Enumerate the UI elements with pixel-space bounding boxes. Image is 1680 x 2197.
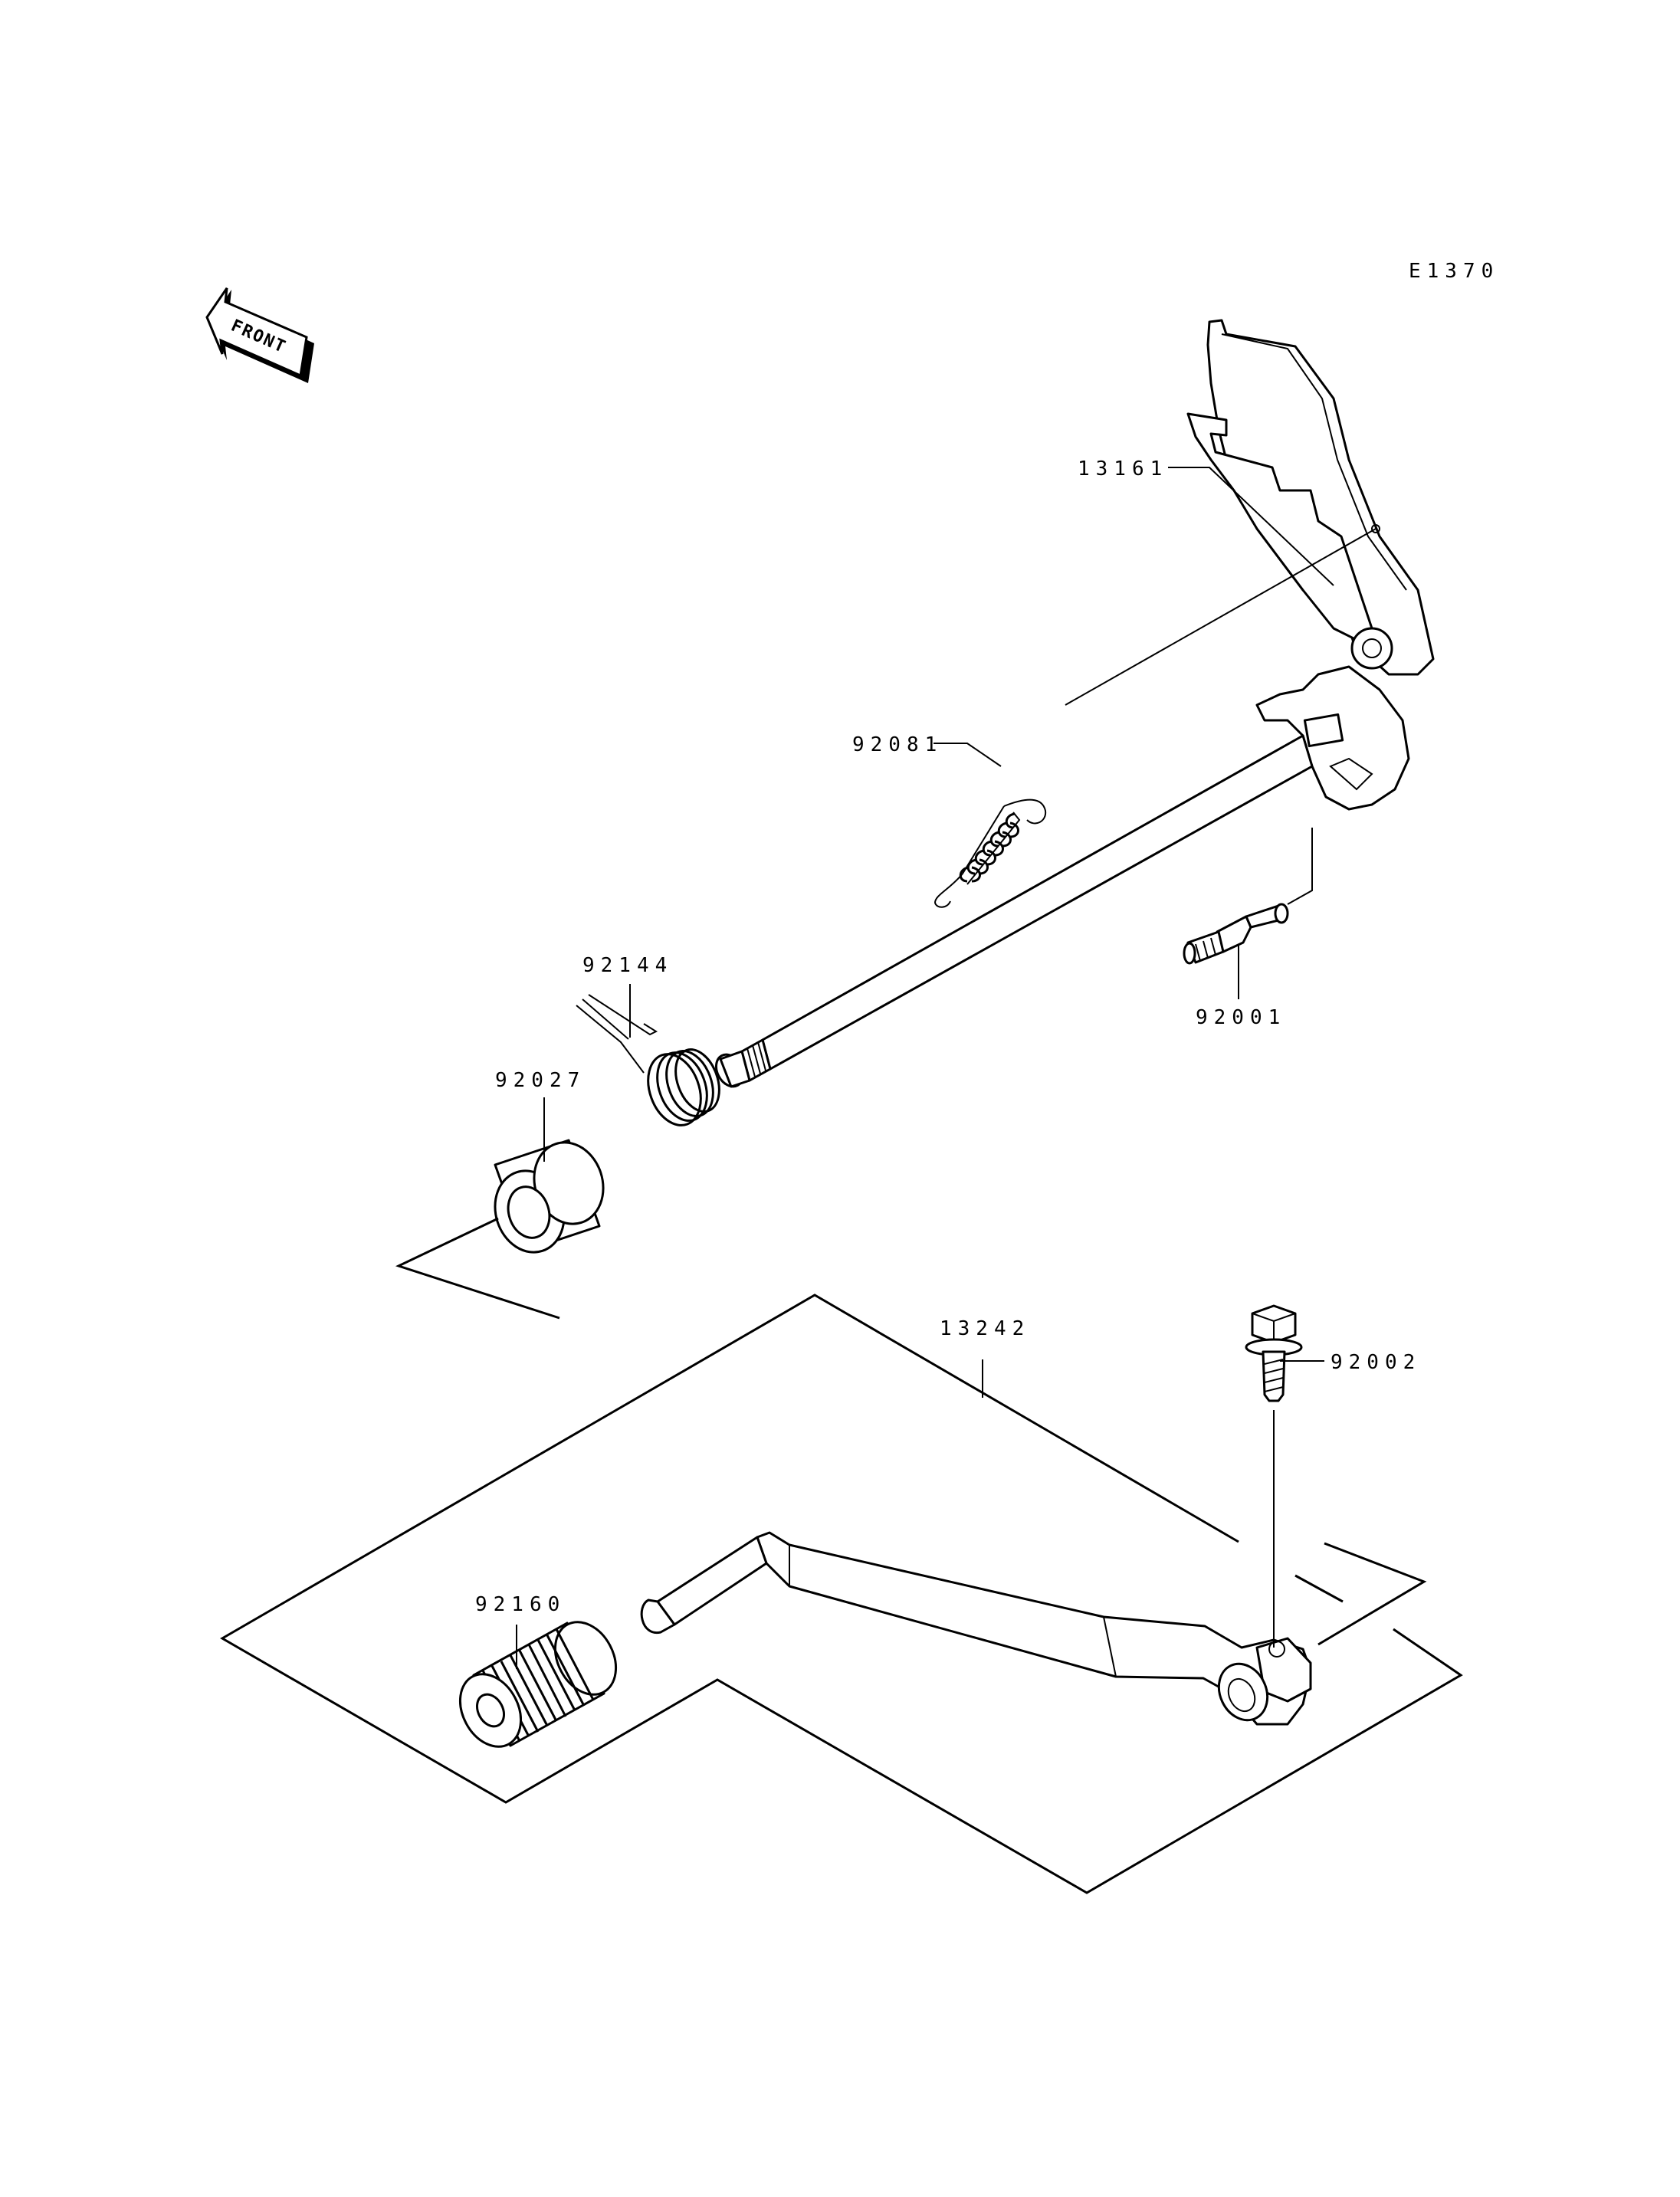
callout-92027: 92027 [495,1069,586,1092]
torsion-spring [576,994,720,1126]
callout-92001: 92001 [1196,1006,1286,1029]
guide-plane-lower [220,1294,1463,1894]
callout-92002: 92002 [1331,1351,1421,1374]
diagram-code: E1370 [1409,260,1499,283]
leader-lines [516,467,1376,1669]
front-arrow-icon: FRONT [205,287,314,383]
guide-line-right-b [1294,1574,1344,1603]
shift-shaft-assembly [714,319,1435,1088]
callout-13161: 13161 [1078,457,1168,480]
shift-pedal [640,1531,1312,1726]
return-spring [934,798,1047,908]
guide-line-upper [395,1217,560,1320]
collar [494,1139,605,1254]
guide-line-right-a [1317,1542,1427,1646]
callout-92160: 92160 [475,1593,566,1616]
clamp-bolt [1245,1304,1303,1648]
callout-92144: 92144 [582,954,673,977]
pedal-rubber [458,1621,618,1748]
callout-13242: 13242 [940,1317,1030,1340]
callout-92081: 92081 [852,733,943,756]
stopper-bolt [1183,903,1289,965]
